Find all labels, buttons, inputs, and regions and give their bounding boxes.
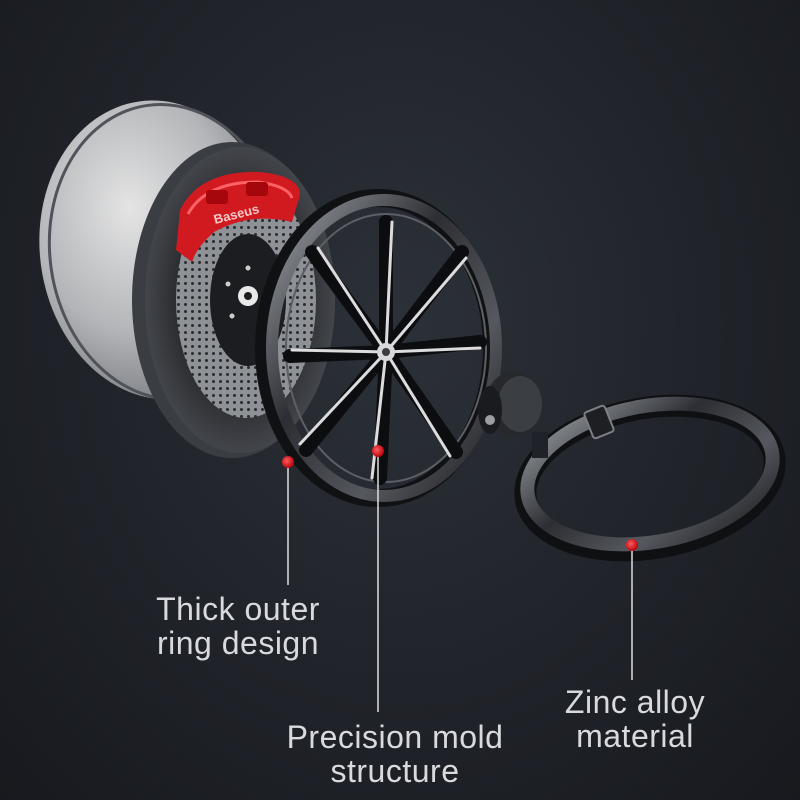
hinge-joint [478, 372, 542, 436]
callout-label-precision-mold: Precision mold structure [250, 720, 540, 788]
callout-line: Precision mold [286, 719, 504, 755]
rim-spokes-icon [283, 215, 487, 485]
brake-disc-badge: Baseus [132, 142, 335, 458]
callout-line: structure [330, 753, 460, 789]
callout-label-zinc-alloy: Zinc alloy material [540, 685, 730, 753]
callout-line: ring design [156, 625, 320, 661]
callout-zinc-marker [626, 539, 638, 680]
finger-ring [514, 394, 786, 562]
callout-mold-marker [372, 445, 384, 712]
callout-ring-marker [282, 456, 294, 585]
callout-label-thick-outer-ring: Thick outer ring design [118, 592, 358, 660]
callout-line: material [576, 718, 694, 754]
callout-line: Zinc alloy [564, 684, 706, 720]
callout-line: Thick outer [156, 591, 320, 627]
